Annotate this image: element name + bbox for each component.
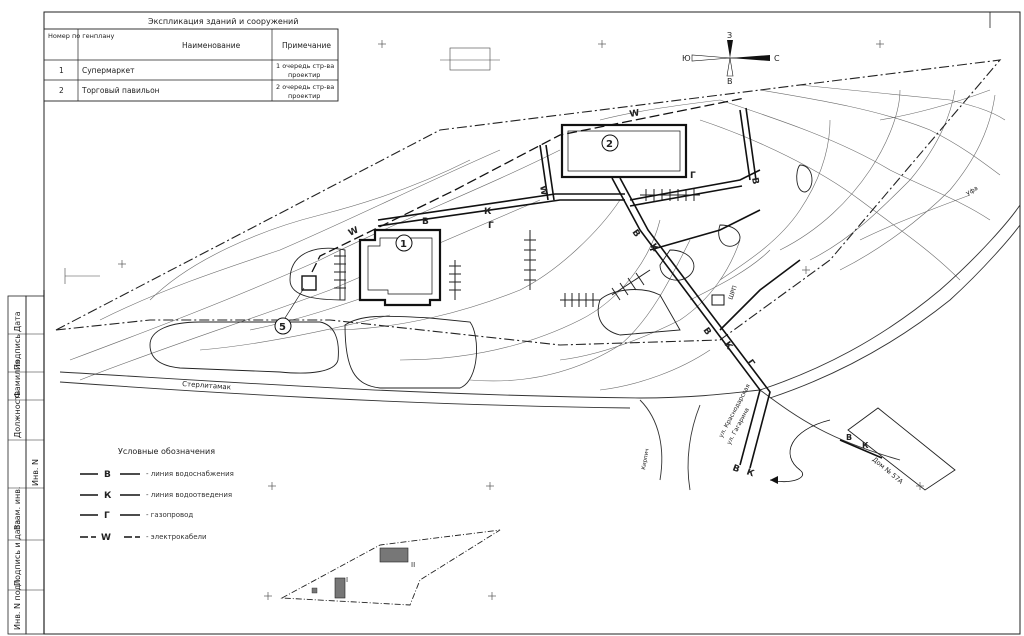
terrain-contours bbox=[69, 84, 1006, 391]
mini-label-2: II bbox=[411, 561, 415, 569]
explication-title: Экспликация зданий и сооружений bbox=[148, 17, 298, 26]
compass-s: Ю bbox=[682, 54, 691, 63]
row-1-name: Супермаркет bbox=[82, 66, 135, 75]
gagarina-util-v: В bbox=[846, 433, 852, 442]
util-label-k4: К bbox=[745, 467, 756, 479]
util-label-g1: Г bbox=[488, 221, 494, 231]
util-label-w1: W bbox=[347, 225, 360, 238]
utility-labels: W W К В Г В К В К Г В К В Г W bbox=[347, 108, 760, 479]
stamp-vzam-inv: Взам. инв. bbox=[13, 487, 22, 530]
electric-cable-line bbox=[311, 97, 746, 273]
legend-title: Условные обозначения bbox=[118, 447, 215, 456]
util-label-v1: В bbox=[422, 217, 429, 227]
row-2-name: Торговый павильон bbox=[81, 86, 160, 95]
street-sterlitamak: Стерлитамак bbox=[182, 380, 231, 391]
stamp-date: Дата bbox=[13, 311, 22, 332]
mini-key-plan: I II bbox=[280, 529, 501, 606]
stamp-position: Должность bbox=[13, 390, 22, 438]
header-note: Примечание bbox=[282, 41, 331, 50]
street-kirpich: Кирпич bbox=[641, 448, 651, 470]
compass-e: В bbox=[727, 77, 733, 86]
legend-label-v: - линия водоснабжения bbox=[146, 470, 234, 478]
util-label-v4: В bbox=[731, 463, 741, 475]
stamp-surname: Фамилия bbox=[13, 360, 22, 398]
parking-lots bbox=[149, 164, 813, 389]
util-label-g2: Г bbox=[745, 358, 757, 369]
row-1-note-1: 1 очередь стр-ва bbox=[276, 62, 334, 70]
stamp-inv-podl: Инв. N подл. bbox=[13, 577, 22, 630]
shrp-label: ШРП bbox=[727, 285, 739, 301]
street-ufa: Уфа bbox=[965, 185, 979, 198]
survey-grid-crosses bbox=[118, 40, 924, 600]
building-2-pavilion: 2 bbox=[560, 123, 688, 179]
row-2-note-1: 2 очередь стр-ва bbox=[276, 83, 334, 91]
roads bbox=[59, 204, 1021, 491]
mini-label-1: I bbox=[346, 576, 348, 584]
building-1-marker: 1 bbox=[400, 239, 407, 250]
stamp-sign-date: Подпись и дата bbox=[13, 520, 22, 586]
compass-n: С bbox=[774, 54, 780, 63]
row-1-note-2: проектир bbox=[288, 71, 320, 79]
legend-symbol-w: W bbox=[101, 533, 111, 543]
util-label-v5: В bbox=[749, 177, 760, 186]
building-1-supermarket: 1 bbox=[358, 228, 442, 307]
neighbor-house: Дом № 57А В К bbox=[769, 407, 956, 491]
site-boundary bbox=[55, 59, 1002, 346]
parking-stalls bbox=[334, 189, 700, 307]
util-label-v2: В bbox=[630, 228, 642, 239]
side-stamp: Дата Подпись Фамилия Должность Инв. N Вз… bbox=[7, 295, 45, 635]
building-2-marker: 2 bbox=[606, 139, 613, 150]
gagarina-util-k: К bbox=[862, 441, 869, 450]
legend-symbol-g: Г bbox=[104, 511, 110, 521]
dimension-marks bbox=[64, 47, 500, 284]
legend-symbol-k: К bbox=[104, 491, 112, 501]
legend-label-g: - газопровод bbox=[146, 511, 193, 519]
utility-lines bbox=[377, 107, 801, 469]
item-5-marker: 5 bbox=[279, 322, 286, 333]
explication-table: Экспликация зданий и сооружений Номер по… bbox=[43, 17, 339, 102]
util-label-g3: Г bbox=[690, 171, 696, 181]
legend-label-k: - линия водоотведения bbox=[146, 491, 232, 499]
header-number: Номер по генплану bbox=[48, 32, 115, 40]
util-label-k1: К bbox=[484, 207, 492, 217]
legend-symbol-v: В bbox=[104, 470, 111, 480]
shrp-cabinet: ШРП bbox=[711, 285, 739, 306]
util-label-w2: W bbox=[629, 108, 641, 120]
item-5: 5 bbox=[274, 275, 317, 335]
legend: Условные обозначения В - линия водоснабж… bbox=[80, 447, 234, 543]
compass-w: З bbox=[727, 31, 732, 40]
row-2-num: 2 bbox=[59, 86, 64, 95]
row-2-note-2: проектир bbox=[288, 92, 320, 100]
legend-label-w: - электрокабели bbox=[146, 533, 207, 541]
row-1-num: 1 bbox=[59, 66, 64, 75]
stamp-signature: Подпись bbox=[13, 334, 22, 370]
header-name: Наименование bbox=[182, 41, 241, 50]
util-label-w3: W bbox=[537, 185, 549, 197]
util-label-v3: В bbox=[701, 326, 713, 337]
stamp-inv-n: Инв. N bbox=[31, 459, 40, 486]
compass-rose: С Ю В З bbox=[682, 31, 780, 86]
